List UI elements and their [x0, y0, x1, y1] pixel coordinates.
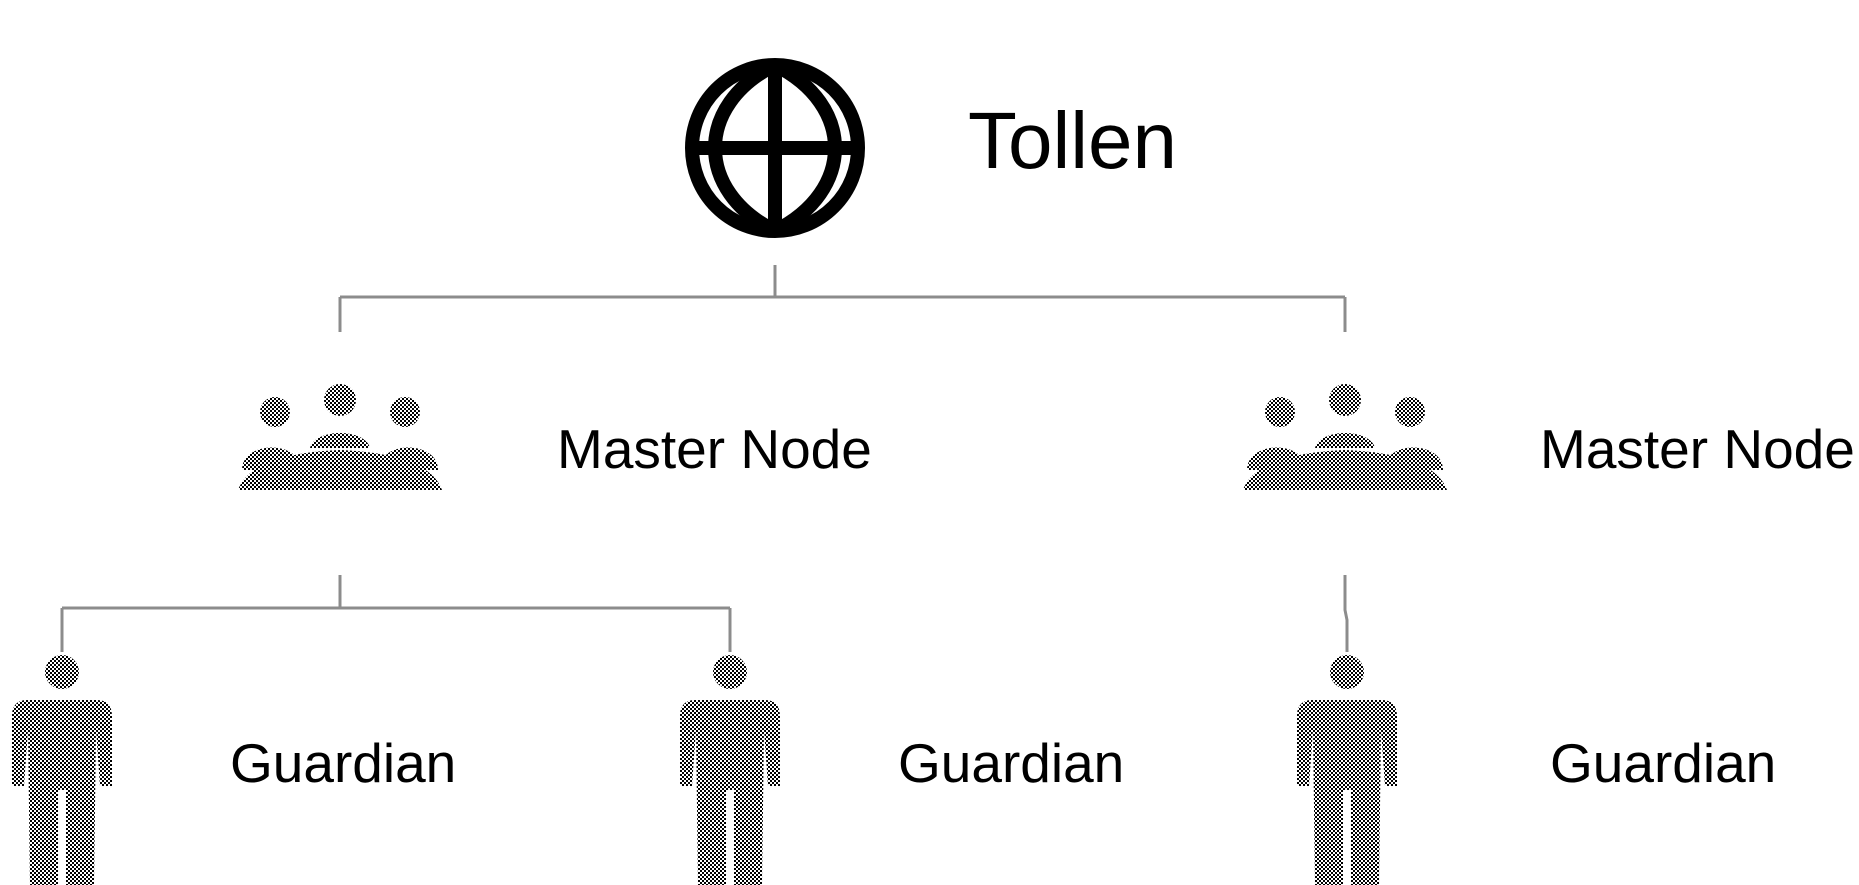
- master-node-1: Master Node: [238, 384, 872, 490]
- guardian-2-label: Guardian: [898, 732, 1124, 794]
- master-node-1-label: Master Node: [557, 418, 872, 480]
- person-icon: [12, 655, 112, 885]
- connector-master-2-to-guardian: [1345, 575, 1347, 652]
- master-node-2-label: Master Node: [1540, 418, 1855, 480]
- guardian-3: Guardian: [1297, 655, 1776, 885]
- person-icon: [1297, 655, 1397, 885]
- master-node-2: Master Node: [1243, 384, 1855, 490]
- connector-root-to-masters: [340, 265, 1345, 332]
- connector-master-1-to-guardians: [62, 575, 730, 652]
- guardian-3-label: Guardian: [1550, 732, 1776, 794]
- guardian-1: Guardian: [12, 655, 456, 885]
- group-icon: [238, 384, 442, 490]
- guardian-2: Guardian: [680, 655, 1124, 885]
- globe-icon: [692, 65, 858, 231]
- group-icon: [1243, 384, 1447, 490]
- root-node: Tollen: [692, 65, 1177, 231]
- root-label: Tollen: [968, 96, 1177, 185]
- guardian-1-label: Guardian: [230, 732, 456, 794]
- person-icon: [680, 655, 780, 885]
